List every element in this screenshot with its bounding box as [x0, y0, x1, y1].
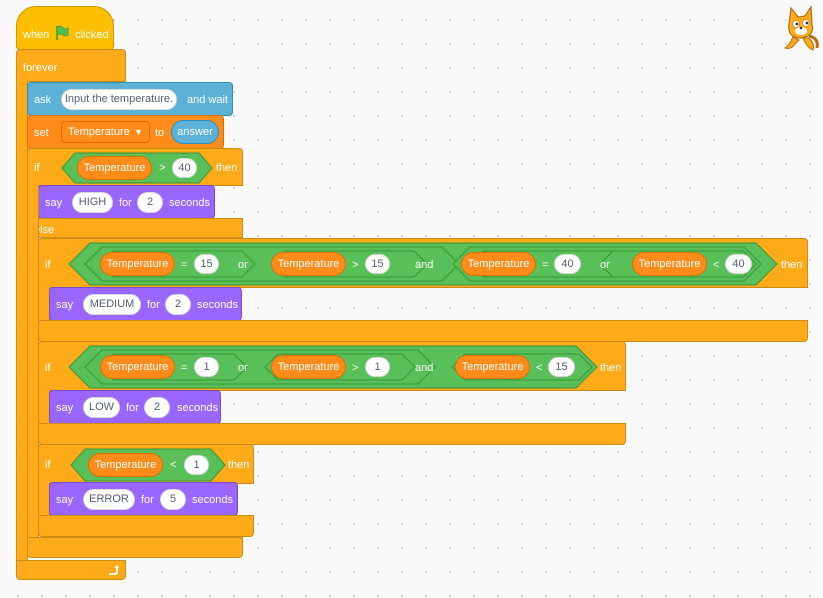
and-wait-label: and wait [187, 94, 228, 106]
say-error-block[interactable]: say ERROR for 5 seconds [49, 482, 238, 516]
temperature-reporter[interactable]: Temperature [88, 453, 163, 477]
then-label: then [781, 259, 803, 271]
when-flag-clicked-block[interactable]: when clicked [16, 6, 114, 50]
say-label: say [56, 299, 74, 311]
for-label: for [147, 299, 160, 311]
temperature-reporter[interactable]: Temperature [455, 355, 530, 379]
dropdown-caret-icon: ▼ [134, 127, 143, 137]
say-message-input[interactable]: MEDIUM [83, 294, 141, 315]
seconds-label: seconds [197, 299, 238, 311]
seconds-input[interactable]: 5 [160, 489, 186, 510]
say-high-block[interactable]: say HIGH for 2 seconds [38, 185, 215, 219]
forever-label: forever [23, 62, 58, 74]
number-input[interactable]: 40 [172, 158, 197, 178]
number-input[interactable]: 40 [725, 254, 752, 274]
operator-symbol: > [352, 362, 359, 374]
temperature-reporter[interactable]: Temperature [100, 252, 175, 276]
temperature-reporter[interactable]: Temperature [632, 252, 707, 276]
if-label: if [45, 259, 51, 271]
sprite-cat-icon [779, 4, 821, 56]
then-label: then [216, 162, 238, 174]
seconds-input[interactable]: 2 [144, 397, 170, 418]
repeat-arrow-icon [107, 564, 119, 576]
operator-symbol: > [159, 162, 166, 174]
say-low-block[interactable]: say LOW for 2 seconds [49, 390, 221, 424]
seconds-label: seconds [169, 197, 210, 209]
seconds-input[interactable]: 2 [165, 294, 191, 315]
if-low-bottom [38, 423, 626, 445]
seconds-input[interactable]: 2 [137, 192, 163, 213]
answer-reporter[interactable]: answer [171, 120, 219, 144]
for-label: for [126, 402, 139, 414]
say-label: say [45, 197, 63, 209]
number-input[interactable]: 1 [184, 455, 209, 475]
clicked-label: clicked [75, 29, 109, 41]
if-label: if [34, 162, 40, 174]
if-medium-bottom [38, 320, 808, 342]
if-block-high-top[interactable]: if Temperature > 40 then [27, 148, 243, 186]
ask-and-wait-block[interactable]: ask Input the temperature. and wait [27, 82, 233, 116]
number-input[interactable]: 15 [365, 254, 390, 274]
green-flag-icon [54, 25, 70, 41]
or-label: or [600, 259, 610, 271]
number-input[interactable]: 15 [194, 254, 219, 274]
for-label: for [141, 494, 154, 506]
or-label: or [238, 362, 248, 374]
operator-symbol: < [713, 259, 720, 271]
else-row: else [27, 218, 243, 238]
forever-block-top[interactable]: forever [16, 49, 126, 82]
say-message-input[interactable]: ERROR [83, 489, 135, 510]
say-medium-block[interactable]: say MEDIUM for 2 seconds [49, 287, 242, 321]
temperature-reporter[interactable]: Temperature [461, 252, 536, 276]
if-error-bottom [38, 515, 254, 537]
or-label: or [238, 259, 248, 271]
if-block-medium-top[interactable]: if Temperature = 15 or Temperature > 15 … [38, 238, 808, 288]
else-label: else [34, 224, 55, 236]
operator-symbol: < [170, 459, 177, 471]
operator-symbol: = [542, 259, 549, 271]
seconds-label: seconds [192, 494, 233, 506]
say-message-input[interactable]: LOW [83, 397, 120, 418]
forever-block-bottom [16, 560, 126, 580]
if-block-error-top[interactable]: if Temperature < 1 then [38, 444, 254, 484]
number-input[interactable]: 40 [554, 254, 581, 274]
say-message-input[interactable]: HIGH [72, 192, 113, 213]
then-label: then [600, 362, 622, 374]
say-label: say [56, 402, 74, 414]
temperature-reporter[interactable]: Temperature [271, 355, 346, 379]
operator-symbol: < [536, 362, 543, 374]
operator-symbol: = [181, 362, 188, 374]
and-label: and [415, 362, 434, 374]
number-input[interactable]: 15 [548, 357, 575, 377]
for-label: for [119, 197, 132, 209]
operator-symbol: > [352, 259, 359, 271]
if-else-bottom [27, 537, 243, 558]
if-label: if [45, 362, 51, 374]
and-label: and [415, 259, 434, 271]
say-label: say [56, 494, 74, 506]
set-variable-block[interactable]: set Temperature ▼ to answer [27, 115, 224, 149]
then-label: then [228, 459, 250, 471]
variable-dropdown[interactable]: Temperature ▼ [61, 121, 150, 143]
set-label: set [34, 127, 49, 139]
number-input[interactable]: 1 [194, 357, 219, 377]
temperature-reporter[interactable]: Temperature [77, 156, 152, 180]
variable-dropdown-label: Temperature [68, 126, 130, 138]
if-label: if [45, 459, 51, 471]
temperature-reporter[interactable]: Temperature [271, 252, 346, 276]
ask-label: ask [34, 94, 52, 106]
to-label: to [155, 127, 165, 139]
number-input[interactable]: 1 [365, 357, 390, 377]
when-label: when [23, 29, 50, 41]
if-block-low-top[interactable]: if Temperature = 1 or Temperature > 1 an… [38, 341, 626, 391]
temperature-reporter[interactable]: Temperature [100, 355, 175, 379]
operator-symbol: = [181, 259, 188, 271]
seconds-label: seconds [177, 402, 218, 414]
ask-prompt-input[interactable]: Input the temperature. [61, 89, 177, 110]
